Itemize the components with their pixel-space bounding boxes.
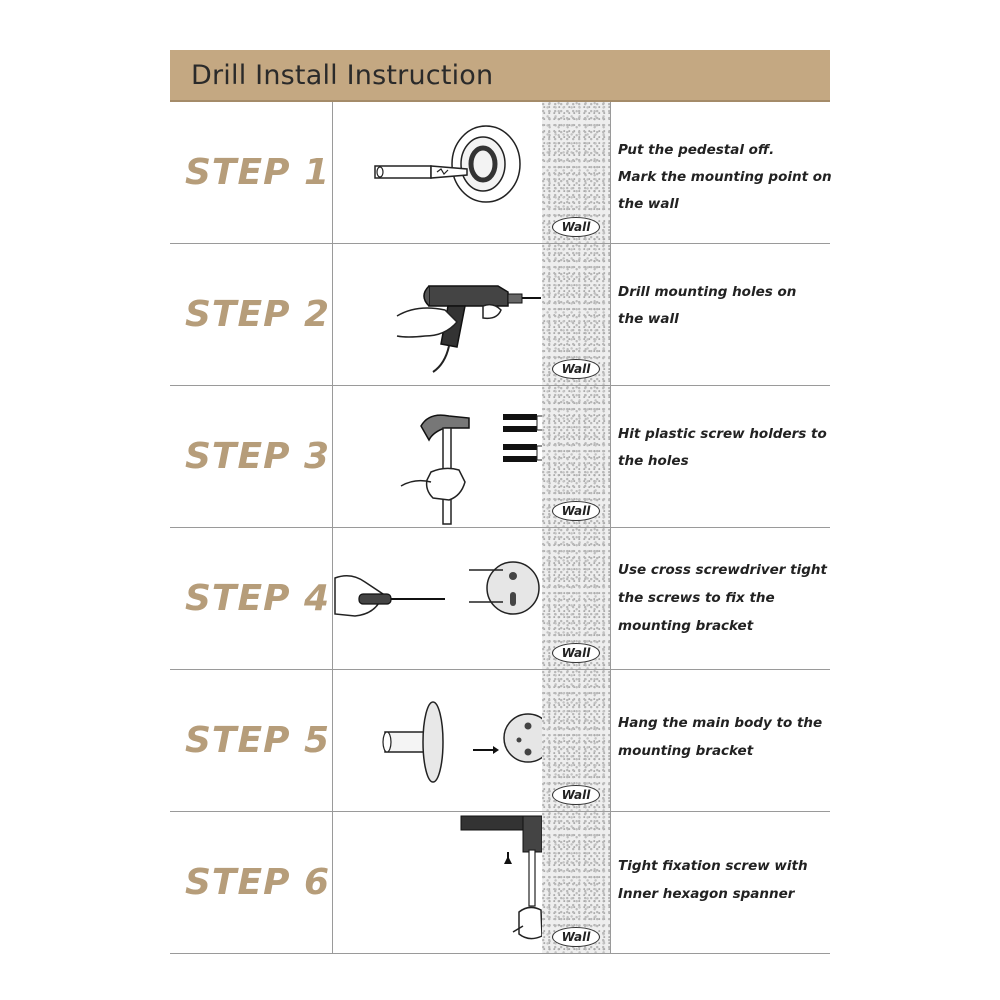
step-description: Use cross screwdriver tight the screws t… <box>618 562 827 634</box>
wall-panel: Wall <box>542 812 611 953</box>
page-title: Drill Install Instruction <box>191 59 494 91</box>
wall-panel: Wall <box>542 528 611 669</box>
wall-label: Wall <box>552 643 600 663</box>
step-row-3: STEP 3 Wall Hit plastic screw holders to… <box>170 386 830 528</box>
step-description: Put the pedestal off. Mark the mounting … <box>618 142 832 212</box>
wall-panel: Wall <box>542 102 611 243</box>
step-label: STEP 2 <box>185 294 331 335</box>
screwdriver-and-bracket-icon <box>333 528 579 669</box>
step-description: Hit plastic screw holders to the holes <box>618 426 827 469</box>
step-description: Tight fixation screw with Inner hexagon … <box>618 858 808 902</box>
wall-label: Wall <box>552 217 600 237</box>
hang-body-on-bracket-icon <box>333 670 580 811</box>
step-row-6: STEP 6 Wall Tight fixation screw with In… <box>170 812 830 954</box>
wall-panel: Wall <box>542 244 611 385</box>
step-description: Drill mounting holes on the wall <box>618 284 797 327</box>
hand-drill-icon <box>333 244 542 385</box>
marker-and-pedestal-icon <box>333 102 542 243</box>
step-label: STEP 1 <box>185 152 331 193</box>
step-description: Hang the main body to the mounting brack… <box>618 715 823 759</box>
wall-label: Wall <box>552 927 600 947</box>
hammer-and-anchors-icon <box>333 386 544 527</box>
step-label: STEP 4 <box>185 578 331 619</box>
step-row-5: STEP 5 Wall Hang the main body to the mo… <box>170 670 830 812</box>
wall-label: Wall <box>552 785 600 805</box>
step-row-4: STEP 4 Wall Use cross screwdriver tight … <box>170 528 830 670</box>
header-bar: Drill Install Instruction <box>170 50 830 102</box>
step-label: STEP 5 <box>185 720 331 761</box>
step-row-1: STEP 1 Wall Put the pedestal off. Mark t… <box>170 102 832 244</box>
wall-panel: Wall <box>542 386 611 527</box>
hex-spanner-icon <box>333 812 582 953</box>
wall-label: Wall <box>552 501 600 521</box>
step-row-2: STEP 2 Wall Drill mounting holes on the … <box>170 244 830 386</box>
step-label: STEP 3 <box>185 436 331 477</box>
wall-label: Wall <box>552 359 600 379</box>
step-label: STEP 6 <box>185 862 331 903</box>
instruction-sheet: Drill Install Instruction STEP 1 Wall Pu… <box>170 50 832 954</box>
wall-panel: Wall <box>542 670 611 811</box>
